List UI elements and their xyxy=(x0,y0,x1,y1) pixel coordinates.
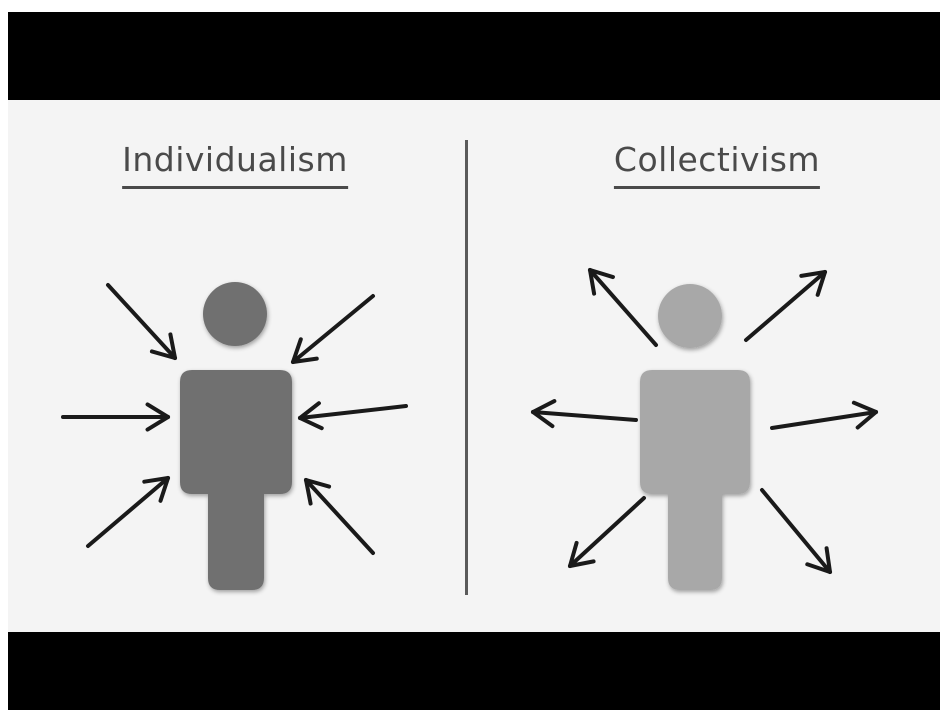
collectivism-underline xyxy=(613,186,821,189)
individual-body xyxy=(180,370,292,590)
outward-arrows xyxy=(531,268,878,574)
arrow-out-right xyxy=(770,400,878,430)
arrow-in-lower-left xyxy=(86,476,170,548)
center-divider xyxy=(465,140,468,595)
collectivism-heading: Collectivism xyxy=(613,140,821,189)
collective-head xyxy=(658,284,722,348)
individualism-heading: Individualism xyxy=(122,140,348,189)
arrow-out-lower-left xyxy=(568,496,646,568)
individual-head xyxy=(203,282,267,346)
arrow-out-upper-right xyxy=(744,270,827,342)
individualism-title: Individualism xyxy=(122,140,348,179)
collective-body xyxy=(640,370,750,590)
inward-arrows xyxy=(61,283,408,555)
arrow-out-left xyxy=(531,399,638,429)
collectivism-title: Collectivism xyxy=(613,140,821,179)
individualism-underline xyxy=(122,186,348,189)
arrow-in-upper-left xyxy=(106,283,177,360)
diagram-panel: Individualism Collectivism xyxy=(8,100,940,632)
arrow-in-right xyxy=(298,401,408,431)
diagram-art xyxy=(61,268,878,590)
arrow-in-upper-right xyxy=(291,294,375,364)
arrow-in-left xyxy=(61,402,170,432)
arrow-out-upper-left xyxy=(588,268,658,347)
arrow-in-lower-right xyxy=(304,478,375,555)
individual-person-icon xyxy=(180,282,292,590)
arrow-out-lower-right xyxy=(760,488,832,574)
collective-person-icon xyxy=(640,284,750,590)
